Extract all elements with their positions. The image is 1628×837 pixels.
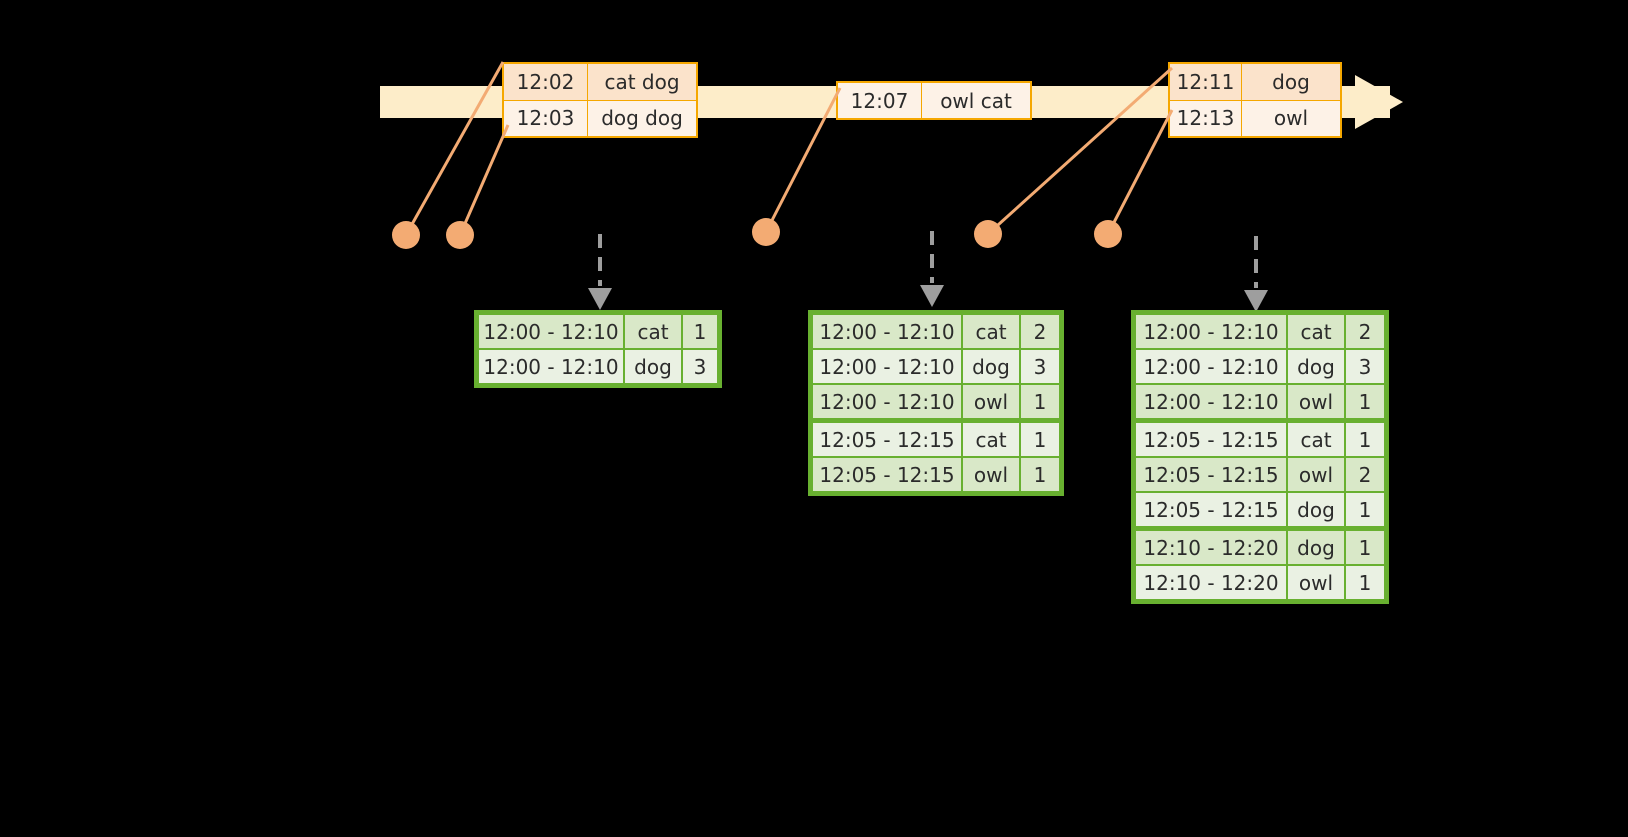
event-dot [446, 221, 474, 249]
cell-count: 3 [1346, 350, 1384, 383]
cell-count: 3 [1021, 350, 1059, 383]
event-time: 12:02 [504, 64, 588, 100]
cell-window: 12:00 - 12:10 [813, 350, 961, 383]
cell-word: dog [1288, 531, 1344, 564]
event-dot [1094, 220, 1122, 248]
cell-count: 3 [683, 350, 717, 383]
event-value: dog [1242, 64, 1340, 100]
cell-word: dog [625, 350, 681, 383]
cell-word: cat [625, 315, 681, 348]
event-time: 12:11 [1170, 64, 1242, 100]
event-group-1[interactable]: 12:02 cat dog 12:03 dog dog [502, 62, 698, 138]
cell-count: 1 [1346, 385, 1384, 418]
event-dot [974, 220, 1002, 248]
cell-window: 12:05 - 12:15 [1136, 493, 1286, 526]
cell-word: cat [963, 423, 1019, 456]
connector-line-5 [1106, 109, 1174, 235]
cell-count: 2 [1346, 458, 1384, 491]
cell-word: owl [1288, 566, 1344, 599]
trigger-arrow-head-icon [920, 285, 944, 307]
event-value: owl cat [922, 83, 1030, 118]
cell-count: 2 [1021, 315, 1059, 348]
cell-word: owl [1288, 385, 1344, 418]
cell-window: 12:00 - 12:10 [813, 315, 961, 348]
cell-word: cat [1288, 423, 1344, 456]
cell-window: 12:00 - 12:10 [479, 350, 623, 383]
cell-count: 1 [1346, 566, 1384, 599]
event-time: 12:03 [504, 100, 588, 136]
cell-window: 12:00 - 12:10 [1136, 315, 1286, 348]
event-row: 12:07 owl cat [838, 83, 1030, 118]
cell-word: dog [1288, 493, 1344, 526]
event-group-2[interactable]: 12:07 owl cat [836, 81, 1032, 120]
cell-window: 12:05 - 12:15 [1136, 458, 1286, 491]
cell-window: 12:00 - 12:10 [813, 385, 961, 418]
cell-count: 1 [1021, 423, 1059, 456]
cell-word: cat [963, 315, 1019, 348]
trigger-arrow-head-icon [1244, 290, 1268, 312]
timeline-arrow-head-icon [1355, 75, 1403, 129]
cell-count: 1 [1346, 531, 1384, 564]
event-value: cat dog [588, 64, 696, 100]
cell-word: dog [1288, 350, 1344, 383]
event-group-3[interactable]: 12:11 dog 12:13 owl [1168, 62, 1342, 138]
event-dot [752, 218, 780, 246]
event-row: 12:02 cat dog [504, 64, 696, 100]
cell-word: dog [963, 350, 1019, 383]
event-dot [392, 221, 420, 249]
cell-count: 2 [1346, 315, 1384, 348]
cell-count: 1 [1021, 458, 1059, 491]
cell-word: owl [963, 458, 1019, 491]
cell-window: 12:10 - 12:20 [1136, 531, 1286, 564]
cell-word: cat [1288, 315, 1344, 348]
event-row: 12:11 dog [1170, 64, 1340, 100]
cell-count: 1 [683, 315, 717, 348]
cell-window: 12:00 - 12:10 [479, 315, 623, 348]
event-value: dog dog [588, 100, 696, 136]
cell-window: 12:05 - 12:15 [1136, 423, 1286, 456]
cell-window: 12:10 - 12:20 [1136, 566, 1286, 599]
cell-count: 1 [1346, 493, 1384, 526]
event-row: 12:13 owl [1170, 99, 1340, 136]
event-value: owl [1242, 100, 1340, 136]
cell-window: 12:05 - 12:15 [813, 458, 961, 491]
event-time: 12:13 [1170, 100, 1242, 136]
trigger-arrow-head-icon [588, 288, 612, 310]
event-time: 12:07 [838, 83, 922, 118]
event-row: 12:03 dog dog [504, 99, 696, 136]
cell-word: owl [1288, 458, 1344, 491]
cell-window: 12:00 - 12:10 [1136, 385, 1286, 418]
cell-window: 12:00 - 12:10 [1136, 350, 1286, 383]
cell-count: 1 [1346, 423, 1384, 456]
connector-line-2 [458, 124, 510, 236]
cell-window: 12:05 - 12:15 [813, 423, 961, 456]
cell-count: 1 [1021, 385, 1059, 418]
cell-word: owl [963, 385, 1019, 418]
